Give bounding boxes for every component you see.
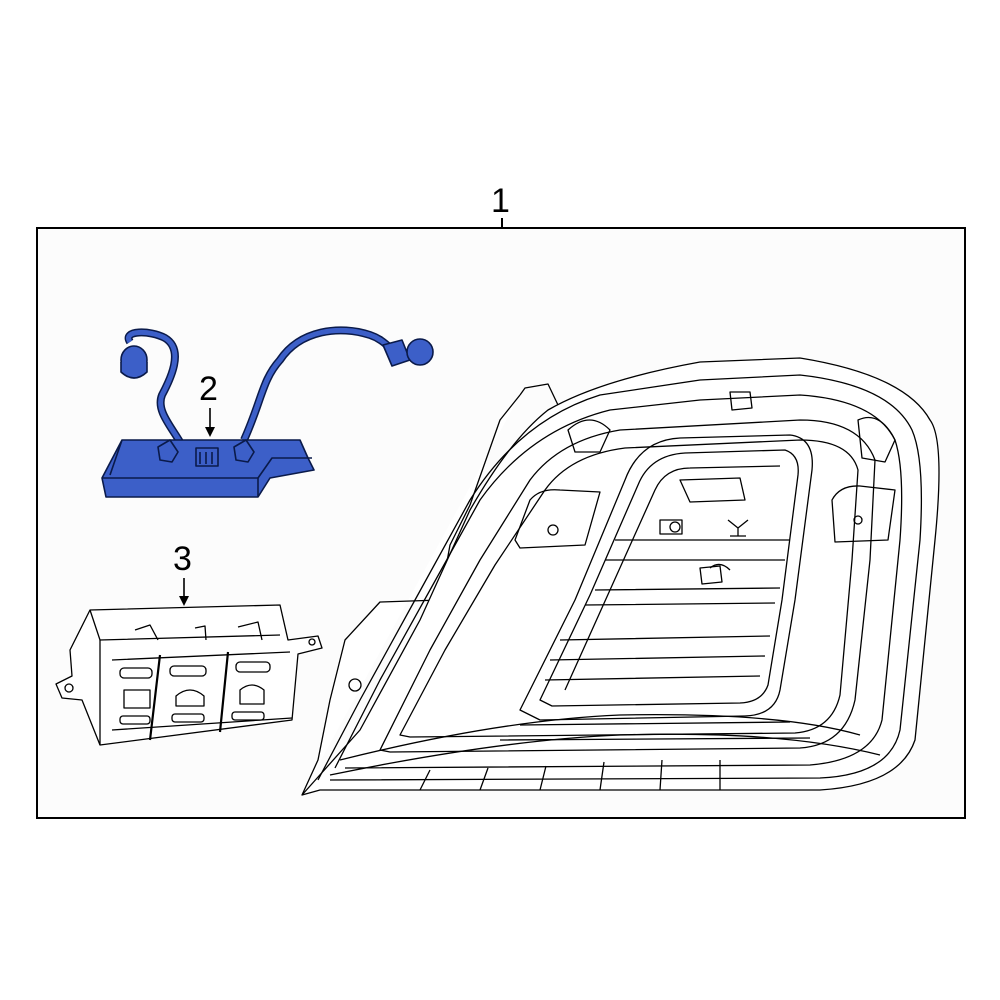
part-3-switch-panel	[55, 604, 323, 746]
callout-2-label: 2	[199, 370, 218, 408]
callout-3-label: 3	[173, 540, 192, 578]
part-2-module	[101, 326, 434, 498]
part-1-console-housing	[301, 357, 940, 796]
callout-1-label: 1	[491, 182, 510, 220]
callout-3-arrowhead	[179, 596, 189, 606]
callout-2-arrowhead	[205, 427, 215, 437]
